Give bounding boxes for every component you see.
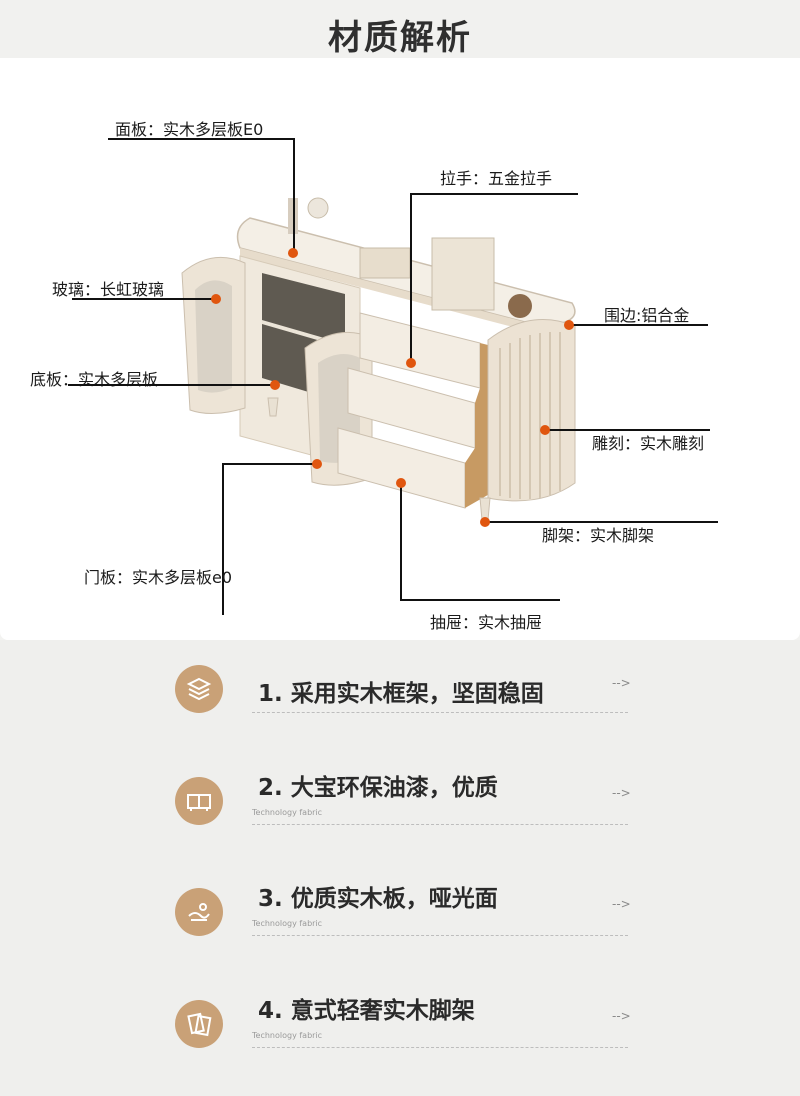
- marker-handle: [406, 358, 416, 368]
- marker-panel: [288, 248, 298, 258]
- feature-item-1: 1. 采用实木框架，坚固稳固 -->: [0, 660, 800, 750]
- marker-carving: [540, 425, 550, 435]
- divider: [252, 824, 628, 825]
- leader-handle-h: [410, 193, 578, 195]
- hand-wave-icon: [175, 888, 223, 936]
- arrow-icon: -->: [612, 676, 631, 690]
- decor-books: [359, 247, 411, 279]
- leader-door-v: [222, 463, 224, 615]
- features-section: 1. 采用实木框架，坚固稳固 --> 2. 大宝环保油漆，优质 Technolo…: [0, 640, 800, 1096]
- material-diagram-panel: 面板：实木多层板E0 拉手：五金拉手 玻璃：长虹玻璃 围边:铝合金 底板：实木多…: [0, 58, 800, 640]
- feature-text: 3. 优质实木板，哑光面: [258, 886, 498, 912]
- divider: [252, 1047, 628, 1048]
- label-glass: 玻璃：长虹玻璃: [52, 280, 165, 299]
- leader-legs: [484, 521, 718, 523]
- label-door: 门板：实木多层板e0: [84, 568, 233, 587]
- fluting: [499, 332, 561, 499]
- feature-item-3: 3. 优质实木板，哑光面 Technology fabric -->: [0, 883, 800, 973]
- marker-drawer: [396, 478, 406, 488]
- marker-rim: [564, 320, 574, 330]
- leader-drawer-h: [400, 599, 560, 601]
- feature-text: 1. 采用实木框架，坚固稳固: [258, 681, 544, 707]
- feature-item-4: 4. 意式轻奢实木脚架 Technology fabric -->: [0, 995, 800, 1085]
- leader-door-h: [222, 463, 318, 465]
- label-panel: 面板：实木多层板E0: [115, 120, 264, 139]
- leader-panel-h: [108, 138, 295, 140]
- sideboard-illustration: [181, 197, 576, 521]
- marker-bottom: [270, 380, 280, 390]
- decor-coffee-machine: [431, 237, 495, 311]
- feature-item-2: 2. 大宝环保油漆，优质 Technology fabric -->: [0, 772, 800, 862]
- leader-bottom: [68, 384, 278, 386]
- label-legs: 脚架：实木脚架: [542, 526, 655, 545]
- cabinet-top-edge: [240, 248, 540, 334]
- arrow-icon: -->: [612, 897, 631, 911]
- left-door-glass: [195, 280, 232, 393]
- marker-legs: [480, 517, 490, 527]
- label-drawer: 抽屉：实木抽屉: [430, 613, 543, 632]
- marker-door: [312, 459, 322, 469]
- divider: [252, 712, 628, 713]
- leader-drawer-v: [400, 482, 402, 600]
- label-rim: 围边:铝合金: [604, 306, 690, 325]
- divider: [252, 935, 628, 936]
- feature-text: 2. 大宝环保油漆，优质: [258, 775, 498, 801]
- decor-lamp: [307, 197, 329, 219]
- leader-panel-v: [293, 138, 295, 251]
- page-title: 材质解析: [328, 18, 472, 58]
- marker-glass: [211, 294, 221, 304]
- arrow-icon: -->: [612, 786, 631, 800]
- decor-jar: [508, 294, 532, 318]
- feature-subtext: Technology fabric: [252, 808, 323, 817]
- leader-handle-v: [410, 193, 412, 361]
- label-handle: 拉手：五金拉手: [440, 169, 553, 188]
- feature-subtext: Technology fabric: [252, 1031, 323, 1040]
- leg-left: [267, 397, 279, 417]
- arrow-icon: -->: [612, 1009, 631, 1023]
- label-bottom: 底板：实木多层板: [30, 370, 159, 389]
- leader-carving: [545, 429, 710, 431]
- feature-text: 4. 意式轻奢实木脚架: [258, 998, 475, 1024]
- layers-icon: [175, 665, 223, 713]
- feature-subtext: Technology fabric: [252, 919, 323, 928]
- header-bar: [0, 0, 800, 60]
- cabinet-icon: [175, 777, 223, 825]
- leader-rim: [568, 324, 708, 326]
- fluted-column: [487, 319, 576, 502]
- leader-glass: [72, 298, 218, 300]
- label-carving: 雕刻：实木雕刻: [592, 434, 705, 453]
- cards-icon: [175, 1000, 223, 1048]
